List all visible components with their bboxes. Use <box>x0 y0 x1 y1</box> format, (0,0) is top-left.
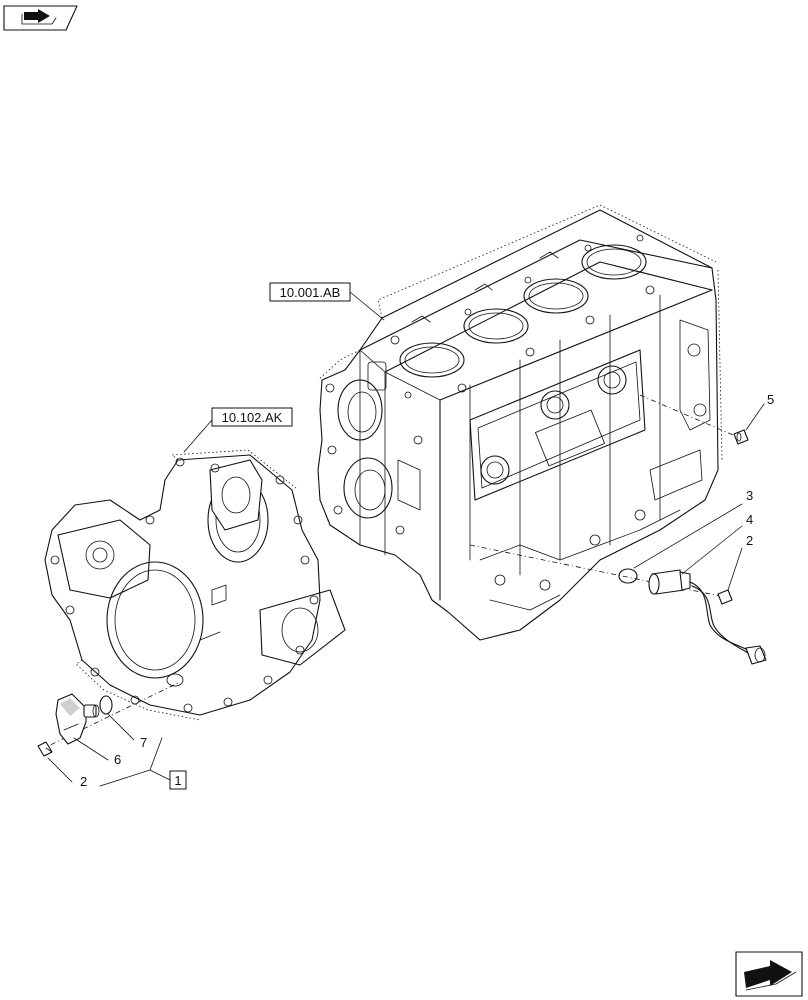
callout-4[interactable]: 4 <box>681 512 753 575</box>
callout-3[interactable]: 3 <box>633 488 753 569</box>
plug-5[interactable] <box>733 429 749 445</box>
ref-block-box[interactable]: 10.001.AB <box>269 282 385 321</box>
next-page-arrow-icon[interactable] <box>735 951 803 997</box>
screw-left[interactable] <box>37 741 53 757</box>
ref-cover-box[interactable]: 10.102.AK <box>183 407 293 453</box>
ref-cover-label: 10.102.AK <box>222 410 283 425</box>
callout-2-left[interactable]: 2 <box>47 757 87 789</box>
callout-6-label: 6 <box>114 752 121 767</box>
crank-sensor-right[interactable] <box>648 569 767 665</box>
callout-4-label: 4 <box>746 512 753 527</box>
book-arrow-icon[interactable] <box>3 5 78 31</box>
ref-block-label: 10.001.AB <box>280 285 341 300</box>
group-label: 1 <box>174 773 181 788</box>
callout-2-left-label: 2 <box>80 774 87 789</box>
screw-right[interactable] <box>717 589 733 605</box>
group-box[interactable]: 1 <box>99 737 187 790</box>
callout-5[interactable]: 5 <box>745 392 774 431</box>
callout-6[interactable]: 6 <box>73 737 121 767</box>
callout-2-right[interactable]: 2 <box>727 533 753 591</box>
cam-sensor-left[interactable] <box>55 693 100 745</box>
o-ring-right[interactable] <box>618 568 638 584</box>
o-ring-left[interactable] <box>99 695 113 715</box>
front-cover <box>44 449 346 721</box>
callout-7[interactable]: 7 <box>107 713 147 750</box>
callout-7-label: 7 <box>140 735 147 750</box>
callout-3-label: 3 <box>746 488 753 503</box>
engine-block <box>317 204 723 641</box>
callout-5-label: 5 <box>767 392 774 407</box>
callout-2-right-label: 2 <box>746 533 753 548</box>
